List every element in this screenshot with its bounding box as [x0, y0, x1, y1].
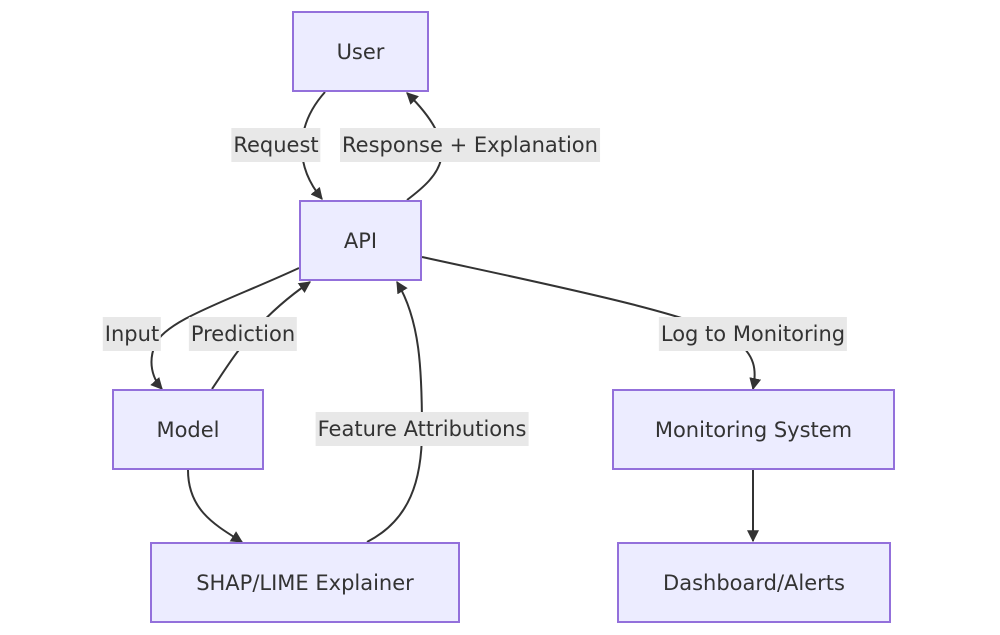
edge-model-explainer [187, 469, 244, 543]
node-monitoring-label: Monitoring System [654, 417, 853, 442]
node-model-label: Model [156, 417, 220, 442]
node-user-label: User [336, 39, 385, 64]
node-dashboard-label: Dashboard/Alerts [663, 570, 845, 595]
edge-label-prediction: Prediction [188, 317, 298, 351]
node-explainer: SHAP/LIME Explainer [150, 542, 460, 623]
edge-label-log: Log to Monitoring [658, 317, 848, 351]
node-dashboard: Dashboard/Alerts [617, 542, 891, 623]
edge-input [150, 267, 300, 390]
node-user: User [292, 11, 429, 92]
edge-label-request: Request [231, 128, 321, 162]
node-api: API [299, 200, 422, 281]
edge-label-input: Input [102, 317, 162, 351]
edge-label-feature: Feature Attributions [315, 412, 529, 446]
node-api-label: API [343, 228, 378, 253]
node-explainer-label: SHAP/LIME Explainer [196, 570, 414, 595]
node-model: Model [112, 389, 264, 470]
edge-label-response: Response + Explanation [340, 128, 600, 162]
node-monitoring-system: Monitoring System [612, 389, 895, 470]
